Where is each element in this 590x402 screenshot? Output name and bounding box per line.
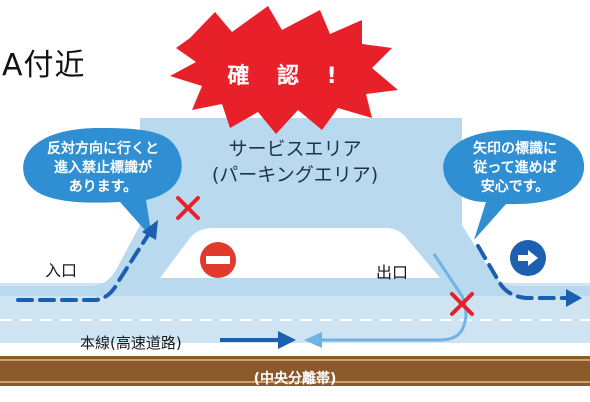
mainline-label: 本線(高速道路) [80, 334, 182, 352]
exit-label: 出口 [376, 263, 409, 282]
right-arrow-sign-icon [510, 240, 546, 276]
bubble-right-text: 矢印の標識に 従って進めば 安心です。 [448, 140, 582, 197]
exit-arrowhead [566, 289, 582, 307]
no-entry-sign-icon [200, 242, 236, 278]
entry-route-arrow [16, 230, 152, 302]
bubble-right-line2: 従って進めば [473, 160, 557, 176]
exit-route-arrow [476, 244, 574, 300]
route-arrows [16, 230, 574, 302]
bubble-left-line2: 進入禁止標識が [54, 160, 152, 176]
alert-text: 確 認 ! [227, 64, 347, 89]
red-cross-icon [450, 292, 474, 316]
bubble-left [23, 128, 182, 238]
bubble-left-line3: あります。 [68, 179, 138, 195]
service-area-title-line1: サービスエリア [228, 138, 362, 160]
service-area-title: サービスエリア (パーキングエリア) [200, 136, 390, 188]
entrance-label: 入口 [45, 261, 78, 280]
bubble-right [443, 130, 585, 240]
page-heading: A付近 [2, 48, 86, 83]
entry-arrowhead [142, 220, 158, 240]
bubble-left-line1: 反対方向に行くと [47, 141, 159, 157]
service-area-title-line2: (パーキングエリア) [211, 164, 379, 186]
bubble-right-line1: 矢印の標識に [473, 141, 557, 157]
alert-burst [170, 6, 398, 134]
bubble-left-text: 反対方向に行くと 進入禁止標識が あります。 [28, 140, 178, 197]
mainline-arrowhead [278, 331, 296, 349]
red-cross-icon [176, 196, 200, 220]
median-label: (中央分離帯) [253, 371, 337, 387]
bubble-right-line3: 安心です。 [480, 179, 550, 195]
wrong-way-arrowhead [304, 332, 322, 348]
